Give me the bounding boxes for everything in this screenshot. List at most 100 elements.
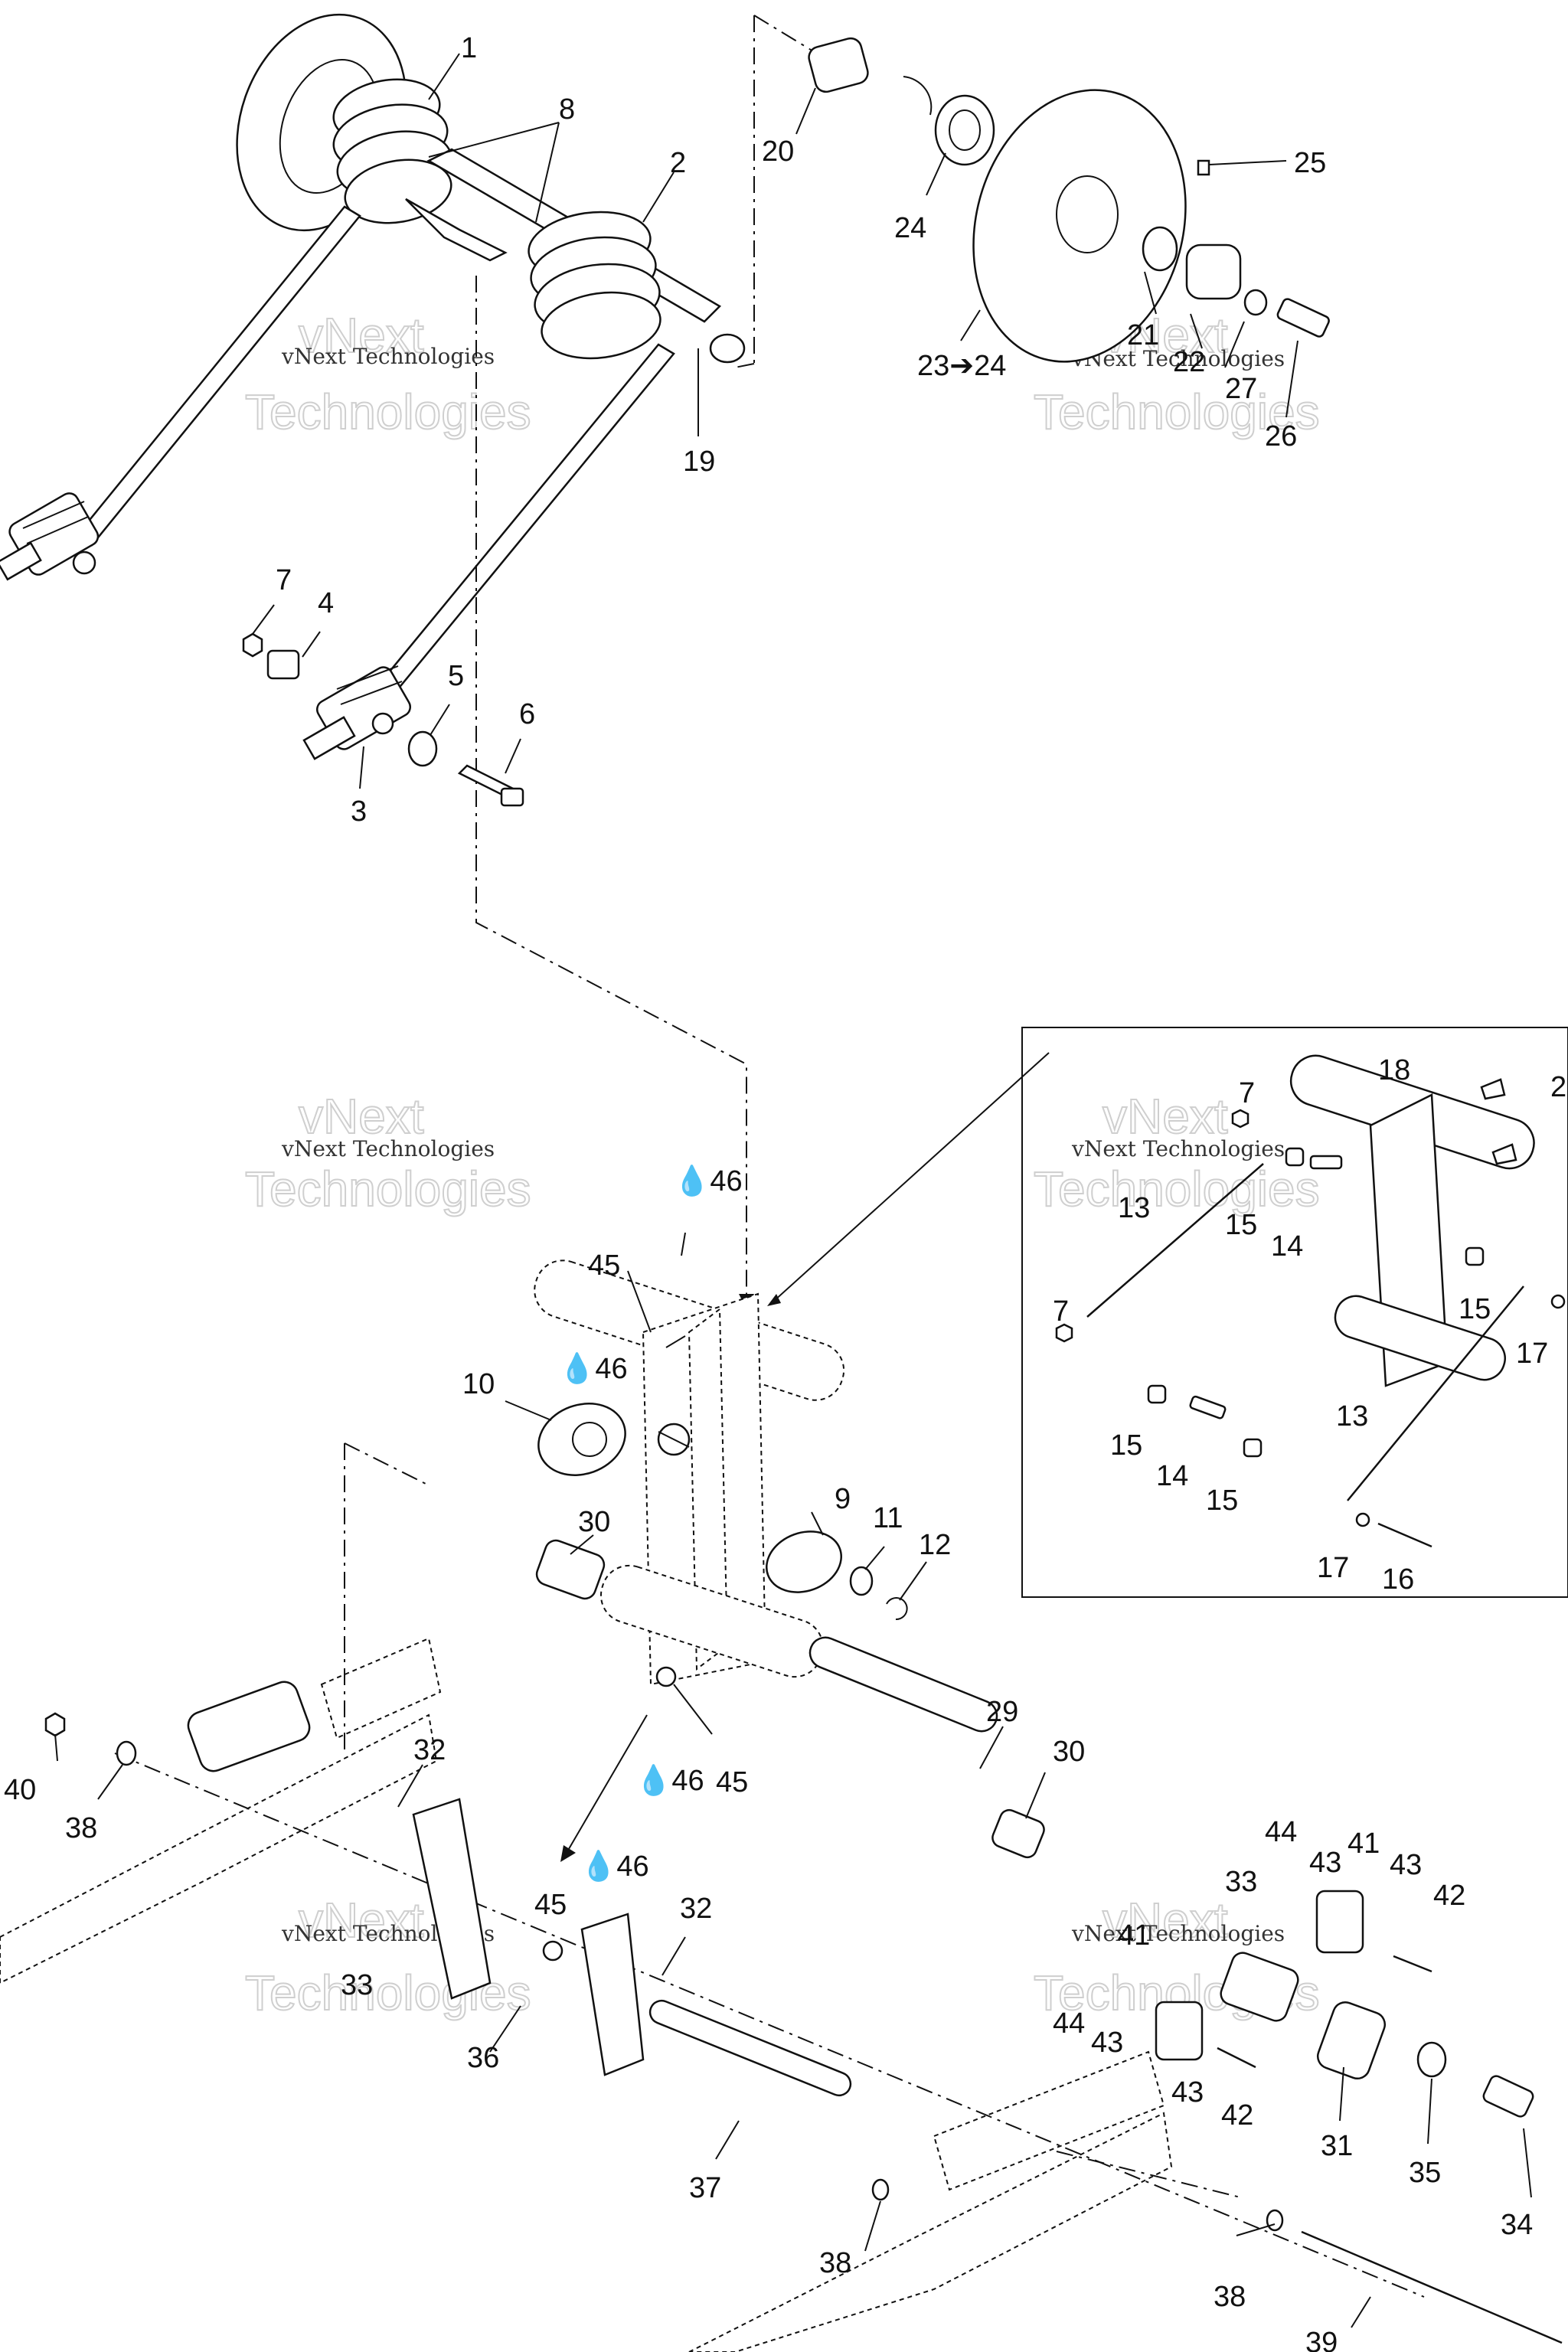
suspension-arm bbox=[534, 1052, 1050, 1687]
callout-15: 15 bbox=[1459, 1293, 1491, 1325]
callout-27: 27 bbox=[1225, 373, 1257, 405]
callout-7: 7 bbox=[276, 564, 292, 596]
watermark-big: vNext bbox=[1102, 1089, 1228, 1144]
bolt-head-6 bbox=[500, 787, 524, 807]
callout-16: 16 bbox=[1382, 1563, 1414, 1596]
spacer-14a bbox=[1309, 1155, 1343, 1170]
watermark-big: Technologies bbox=[1034, 1161, 1320, 1217]
callout-36: 36 bbox=[467, 2042, 499, 2074]
callout-29: 29 bbox=[986, 1696, 1018, 1728]
callout-15: 15 bbox=[1225, 1209, 1257, 1241]
callout-14: 14 bbox=[1156, 1460, 1188, 1492]
inset-arm-detail bbox=[1055, 1054, 1566, 1548]
washer-17b bbox=[1550, 1294, 1566, 1309]
callout-6: 6 bbox=[519, 698, 535, 730]
callout-46: 💧46 bbox=[580, 1849, 649, 1883]
nut-7-inset-b bbox=[1055, 1323, 1073, 1343]
grease-fitting-45 bbox=[542, 1940, 564, 1962]
cap-9 bbox=[766, 1530, 842, 1593]
screw-bottom bbox=[1491, 1143, 1517, 1165]
watermark-big: vNext bbox=[299, 1893, 424, 1948]
callout-41: 41 bbox=[1118, 1919, 1150, 1952]
callout-43: 43 bbox=[1309, 1847, 1341, 1879]
block-41b bbox=[1155, 2001, 1204, 2061]
callout-31: 31 bbox=[1321, 2130, 1353, 2162]
callout-32: 32 bbox=[680, 1893, 712, 1925]
spacer-22 bbox=[1185, 243, 1242, 300]
callout-45: 45 bbox=[716, 1766, 748, 1798]
clamp-block bbox=[187, 1681, 311, 1772]
callout-4: 4 bbox=[318, 587, 334, 619]
lower-tube bbox=[599, 1564, 824, 1678]
axle-centerline bbox=[114, 1753, 1425, 2298]
watermark-big: Technologies bbox=[245, 1161, 531, 1217]
bushing-31 bbox=[1316, 2001, 1387, 2079]
callout-38: 38 bbox=[819, 2247, 851, 2279]
assembly-line-1 bbox=[475, 276, 747, 1294]
callout-44: 44 bbox=[1265, 1816, 1297, 1848]
bushing-20 bbox=[808, 37, 869, 93]
callout-46: 💧46 bbox=[635, 1763, 704, 1797]
callout-26: 26 bbox=[1265, 420, 1297, 452]
callout-35: 35 bbox=[1409, 2157, 1441, 2189]
nut-7 bbox=[242, 632, 263, 658]
callout-37: 37 bbox=[689, 2172, 721, 2204]
washer-38a bbox=[116, 1740, 137, 1766]
callout-13: 13 bbox=[1336, 1400, 1368, 1432]
bushing-30a bbox=[535, 1539, 606, 1600]
spring-left bbox=[332, 78, 452, 224]
callout-labels: 1 8 2 19 20 24 23➔24 21 22 27 26 25 7 4 … bbox=[4, 32, 1566, 2352]
callout-43: 43 bbox=[1171, 2076, 1204, 2109]
callout-44: 44 bbox=[1053, 2007, 1085, 2040]
link-rod-13a bbox=[1086, 1163, 1264, 1318]
washer-17a bbox=[1355, 1512, 1370, 1527]
washer-5 bbox=[407, 730, 438, 767]
bolt-34 bbox=[1482, 2075, 1534, 2118]
idler-spring-assembly bbox=[0, 13, 746, 700]
callout-14: 14 bbox=[1271, 1230, 1303, 1263]
callout-15: 15 bbox=[1110, 1429, 1142, 1462]
shaft-29 bbox=[808, 1636, 998, 1733]
bolt-42b bbox=[1217, 2047, 1256, 2069]
callout-8: 8 bbox=[559, 93, 575, 126]
rod-end-group bbox=[242, 632, 524, 807]
frame-rail-left bbox=[0, 1713, 438, 1984]
callout-38: 38 bbox=[1214, 2281, 1246, 2313]
callout-10: 10 bbox=[462, 1368, 495, 1400]
lower-arrow-line bbox=[566, 1714, 648, 1854]
callout-30: 30 bbox=[578, 1506, 610, 1538]
link-rod-13b bbox=[1347, 1285, 1524, 1501]
watermark-text: vNext Technologies bbox=[1071, 1136, 1285, 1161]
callout-15: 15 bbox=[1206, 1485, 1238, 1517]
shaft-end bbox=[709, 333, 746, 364]
callout-19: 19 bbox=[683, 446, 715, 478]
nut-40 bbox=[44, 1712, 66, 1737]
frame-rail-right bbox=[688, 2112, 1173, 2352]
callout-33: 33 bbox=[341, 1969, 373, 2001]
watermark-big: vNext bbox=[1102, 1893, 1228, 1948]
callout-42: 42 bbox=[1221, 2099, 1253, 2132]
callout-43: 43 bbox=[1091, 2027, 1123, 2059]
watermark-text: vNext Technologies bbox=[281, 1136, 495, 1161]
callout-43: 43 bbox=[1390, 1849, 1422, 1881]
bushing-4 bbox=[266, 649, 300, 680]
callout-13: 13 bbox=[1118, 1192, 1150, 1224]
callout-41: 41 bbox=[1348, 1828, 1380, 1860]
callout-40: 40 bbox=[4, 1774, 36, 1806]
callout-34: 34 bbox=[1501, 2209, 1533, 2241]
spacer-14b bbox=[1189, 1395, 1227, 1419]
screw-top bbox=[1480, 1078, 1506, 1100]
bracket-right bbox=[580, 1913, 645, 2076]
bearing-24a bbox=[934, 94, 995, 166]
callout-30: 30 bbox=[1053, 1736, 1085, 1768]
assembly-line-2 bbox=[734, 15, 843, 368]
lower-axle-assembly bbox=[44, 1636, 1563, 2344]
bracket-33 bbox=[1220, 1952, 1299, 2022]
callout-32: 32 bbox=[413, 1734, 446, 1766]
watermark-big: vNext bbox=[299, 308, 424, 363]
callout-22: 22 bbox=[1173, 346, 1205, 378]
callout-18: 18 bbox=[1378, 1054, 1410, 1086]
callout-17: 17 bbox=[1317, 1552, 1349, 1584]
bushing-15a bbox=[1285, 1147, 1305, 1167]
bolt-42a bbox=[1393, 1955, 1432, 1973]
